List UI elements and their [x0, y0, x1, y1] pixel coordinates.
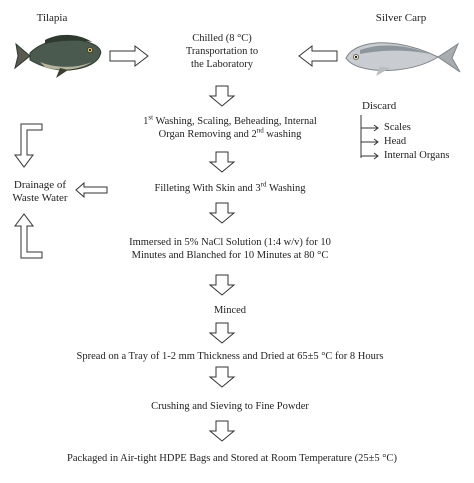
step-crushing: Crushing and Sieving to Fine Powder: [151, 401, 309, 412]
step-text-line: Chilled (8 °C): [192, 33, 252, 44]
drainage-label-line: Drainage of: [13, 179, 67, 191]
down-arrow-icon: [209, 274, 235, 296]
tilapia-fish-image: [14, 34, 102, 78]
silver-carp-label: Silver Carp: [375, 12, 427, 24]
down-arrow-icon: [209, 202, 235, 224]
step-text-line: the Laboratory: [190, 59, 254, 70]
step-packaged: Packaged in Air-tight HDPE Bags and Stor…: [67, 453, 397, 464]
discard-bracket: [360, 115, 379, 160]
discard-title: Discard: [362, 100, 397, 112]
discard-item: Scales: [384, 122, 411, 133]
down-arrow-icon: [209, 151, 235, 173]
step-immersed-line: Immersed in 5% NaCl Solution (1:4 w/v) f…: [129, 237, 331, 248]
discard-item: Internal Organs: [384, 150, 450, 161]
step-spread-dry: Spread on a Tray of 1-2 mm Thickness and…: [76, 351, 384, 362]
step-minced: Minced: [213, 305, 247, 316]
tilapia-label: Tilapia: [36, 12, 68, 24]
right-arrow-icon: [109, 44, 149, 68]
down-arrow-icon: [209, 85, 235, 107]
down-arrow-icon: [209, 420, 235, 442]
silver-carp-fish-image: [345, 42, 461, 76]
step-immersed-line: Minutes and Blanched for 10 Minutes at 8…: [131, 250, 329, 261]
step-text-line: Transportation to: [185, 46, 259, 57]
left-arrow-icon: [298, 44, 338, 68]
down-arrow-icon: [209, 366, 235, 388]
step-washing-line-1: 1st Washing, Scaling, Beheading, Interna…: [143, 113, 317, 127]
down-arrow-icon: [209, 322, 235, 344]
step-washing-line-2: Organ Removing and 2nd washing: [158, 126, 302, 140]
drainage-arrows: [14, 123, 108, 259]
discard-item: Head: [384, 136, 407, 147]
step-filleting: Filleting With Skin and 3rd Washing: [154, 180, 306, 194]
drainage-label-line: Waste Water: [12, 192, 68, 204]
